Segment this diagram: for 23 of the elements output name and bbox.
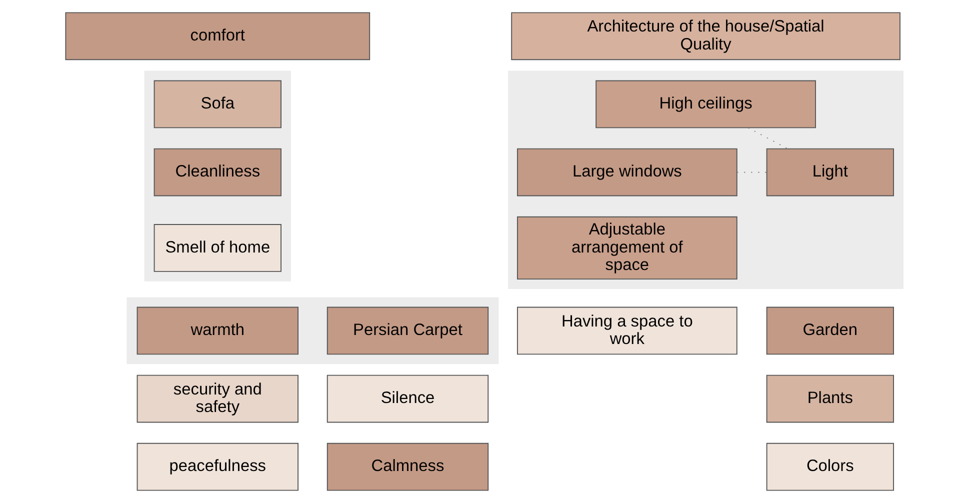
node-box: Having a space to work	[516, 306, 737, 355]
node-box: Calmness	[326, 442, 488, 491]
cluster	[126, 297, 498, 364]
node-box: Silence	[326, 374, 488, 423]
node-box: comfort	[64, 12, 370, 60]
node-box: Garden	[766, 306, 894, 355]
node-box: peacefulness	[136, 442, 298, 491]
node-box: security and safety	[136, 374, 298, 423]
connector	[747, 127, 788, 150]
node-box: High ceilings	[595, 80, 816, 128]
node-box: Smell of home	[153, 224, 281, 272]
cluster	[144, 70, 290, 282]
node-box: Plants	[766, 374, 894, 423]
node-box: Colors	[766, 442, 894, 491]
node-box: warmth	[136, 306, 298, 355]
node-box: Cleanliness	[153, 148, 281, 196]
node-box: Persian Carpet	[326, 306, 488, 355]
cluster	[508, 70, 903, 290]
node-box: Large windows	[516, 148, 737, 196]
node-box: Adjustable arrangement of space	[516, 216, 737, 280]
node-box: Sofa	[153, 80, 281, 128]
node-box: Architecture of the house/Spatial Quality	[510, 12, 900, 60]
node-box: Light	[766, 148, 894, 196]
